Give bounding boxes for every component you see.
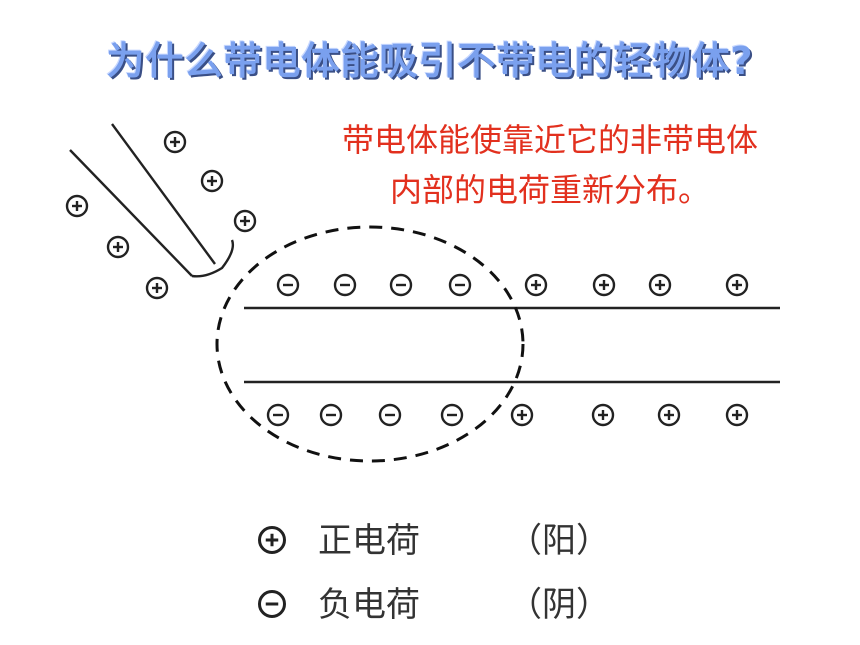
- rod-positive-charge-icon: [200, 169, 224, 193]
- rod-positive-charge-icon: [145, 276, 169, 300]
- positive-charge-icon: [591, 403, 615, 427]
- negative-charge-icon: [333, 273, 357, 297]
- rod-positive-charge-icon: [163, 130, 187, 154]
- negative-charge-icon: [378, 403, 402, 427]
- explanation-caption: 带电体能使靠近它的非带电体 内部的电荷重新分布。: [255, 115, 845, 215]
- positive-charge-icon: [725, 273, 749, 297]
- caption-line-2: 内部的电荷重新分布。: [389, 171, 710, 209]
- negative-charge-icon: [266, 403, 290, 427]
- positive-charge-icon: [524, 273, 548, 297]
- legend-negative-label: 负电荷: [318, 585, 420, 625]
- positive-charge-icon: [648, 273, 672, 297]
- rod-positive-charge-icon: [65, 194, 89, 218]
- page-title: 为什么带电体能吸引不带电的轻物体?: [106, 39, 754, 83]
- legend: 正电荷 （阳） 负电荷 （阴）: [258, 521, 610, 625]
- legend-negative-note: （阴）: [508, 585, 610, 625]
- legend-negative-charge-icon: [258, 590, 286, 618]
- positive-charge-icon: [510, 403, 534, 427]
- negative-charge-icon: [319, 403, 343, 427]
- negative-charge-icon: [440, 403, 464, 427]
- legend-positive-note: （阳）: [508, 521, 610, 561]
- charged-rod: [65, 123, 257, 300]
- negative-charge-icon: [389, 273, 413, 297]
- legend-positive-label: 正电荷: [318, 521, 420, 561]
- top-charge-row: [276, 273, 749, 297]
- positive-charge-icon: [725, 403, 749, 427]
- bottom-charge-row: [266, 403, 749, 427]
- negative-charge-icon: [448, 273, 472, 297]
- legend-positive-charge-icon: [258, 526, 286, 554]
- rod-positive-charge-icon: [233, 209, 257, 233]
- negative-charge-icon: [276, 273, 300, 297]
- positive-charge-icon: [592, 273, 616, 297]
- positive-charge-icon: [657, 403, 681, 427]
- caption-line-1: 带电体能使靠近它的非带电体: [341, 121, 758, 159]
- dashed-highlight-ellipse: [215, 225, 525, 463]
- rod-positive-charge-icon: [106, 235, 130, 259]
